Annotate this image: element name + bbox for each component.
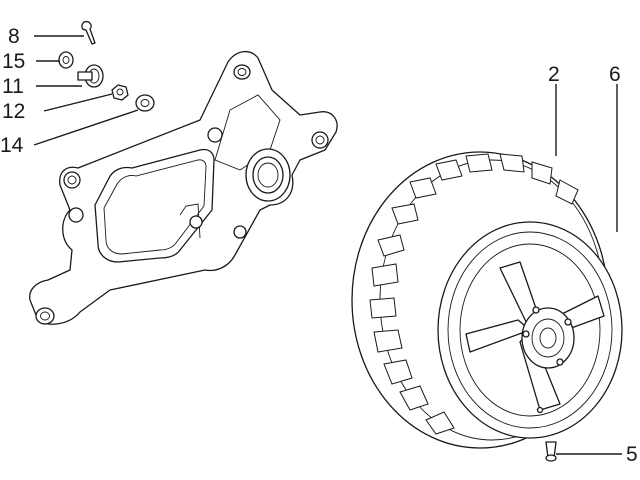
spacer-bushing <box>135 94 155 112</box>
gear-drive <box>77 64 104 88</box>
callout-8: 8 <box>8 25 20 48</box>
cotter-pin <box>81 20 96 45</box>
callout-11: 11 <box>2 75 24 98</box>
callout-14: 14 <box>0 134 24 157</box>
callout-15: 15 <box>2 50 25 73</box>
callout-12: 12 <box>2 100 25 123</box>
leader-lines <box>33 35 622 455</box>
callout-6: 6 <box>609 63 621 86</box>
washer <box>58 51 74 69</box>
nut <box>111 84 129 101</box>
wheel-rim <box>437 221 623 439</box>
callout-2: 2 <box>548 63 560 86</box>
tyre-valve <box>545 441 557 462</box>
swinging-arm <box>29 51 338 325</box>
callout-5: 5 <box>626 443 638 466</box>
callout-labels: 8 15 11 12 14 2 6 5 <box>0 25 638 466</box>
